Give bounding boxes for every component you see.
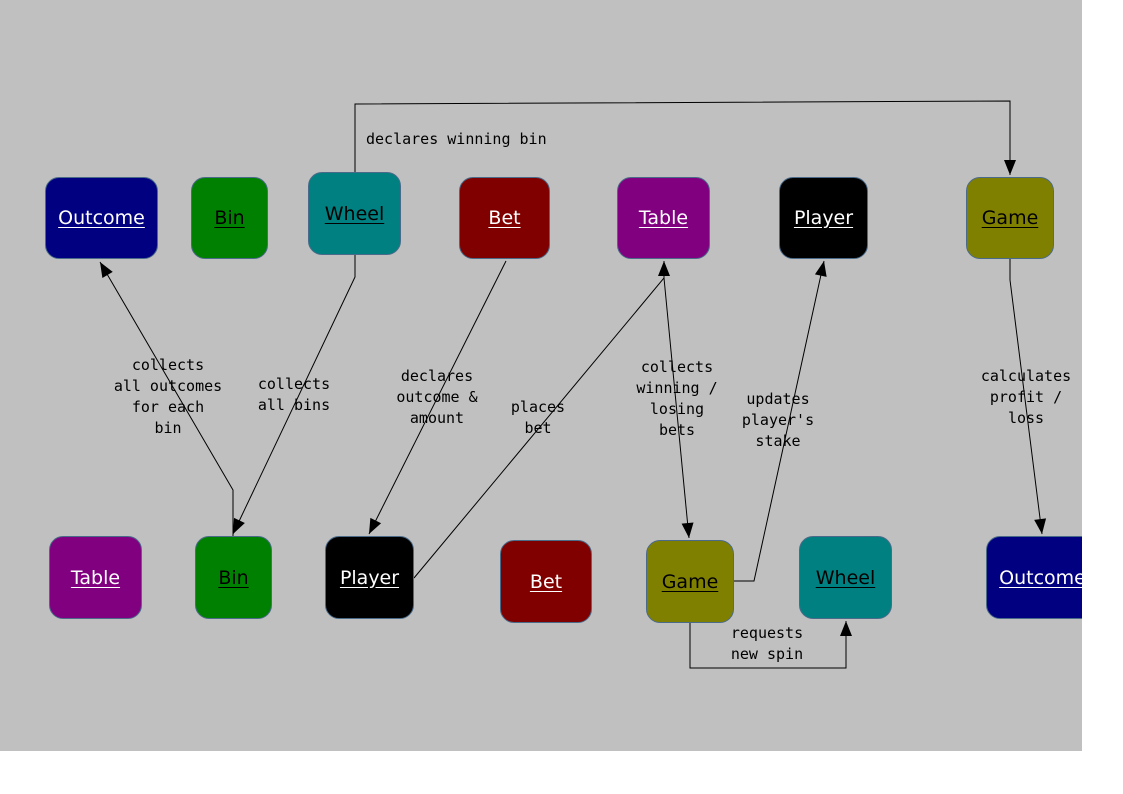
edge-wheel-to-game-arrowhead: [1004, 160, 1016, 175]
node-outcome-bottom[interactable]: Outcome: [986, 536, 1082, 619]
edge-game-to-outcome-arrowhead: [1034, 518, 1047, 534]
node-label: Table: [638, 207, 689, 229]
edge-label-player-to-table: places bet: [510, 398, 566, 437]
edge-label-wheel-to-game: declares winning bin: [366, 130, 547, 148]
node-bet-top[interactable]: Bet: [459, 177, 550, 259]
node-label: Bet: [488, 207, 521, 229]
edge-game-to-player: [734, 260, 825, 582]
edge-game-to-outcome: [1009, 259, 1043, 535]
node-label: Bin: [218, 566, 249, 589]
node-label: Bin: [214, 207, 245, 229]
node-outcome-top[interactable]: Outcome: [45, 177, 158, 259]
edge-wheel-to-game: [354, 100, 1011, 175]
node-bin-bottom[interactable]: Bin: [195, 536, 272, 619]
node-bet-bottom[interactable]: Bet: [500, 540, 592, 623]
edge-bin-to-outcome-arrowhead: [100, 262, 113, 278]
node-bin-top[interactable]: Bin: [191, 177, 268, 259]
node-label: Outcome: [58, 207, 145, 229]
edge-label-game-to-player: updates player's stake: [741, 390, 815, 450]
edge-game-to-wheel-arrowhead: [840, 621, 852, 636]
node-label: Table: [70, 566, 121, 589]
node-game-top[interactable]: Game: [966, 177, 1054, 259]
edge-player-to-table-arrowhead: [658, 261, 670, 276]
edge-wheel-to-bin: [232, 255, 356, 535]
node-player-top[interactable]: Player: [779, 177, 868, 259]
node-label: Bet: [529, 570, 563, 593]
edge-label-bin-to-outcome: collects all outcomes for each bin: [113, 356, 223, 437]
edge-label-table-to-game: collects winning / losing bets: [636, 358, 718, 439]
edge-game-to-player-arrowhead: [814, 261, 827, 277]
node-label: Game: [981, 207, 1039, 229]
edge-label-wheel-to-bin: collects all bins: [257, 375, 331, 414]
node-label: Wheel: [815, 566, 876, 589]
node-wheel-top[interactable]: Wheel: [308, 172, 401, 255]
edge-label-game-to-wheel: requests new spin: [730, 624, 804, 663]
edge-game-to-wheel: [689, 621, 847, 669]
edge-table-to-game-arrowhead: [681, 522, 694, 538]
node-label: Outcome: [999, 566, 1082, 589]
connector-layer: [99, 100, 1047, 669]
edge-label-game-to-outcome: calculates profit / loss: [980, 367, 1072, 427]
edge-label-bet-to-player: declares outcome & amount: [396, 367, 478, 427]
edge-bet-to-player-arrowhead: [369, 517, 382, 534]
diagram-canvas: declares winning bin collects all outcome…: [0, 0, 1082, 751]
edge-bet-to-player: [368, 260, 507, 535]
node-label: Player: [793, 207, 854, 229]
node-game-bottom[interactable]: Game: [646, 540, 734, 623]
node-player-bottom[interactable]: Player: [325, 536, 414, 619]
node-label: Player: [339, 566, 400, 589]
node-label: Wheel: [324, 202, 385, 225]
node-table-top[interactable]: Table: [617, 177, 710, 259]
edge-wheel-to-bin-arrowhead: [233, 517, 245, 534]
node-table-bottom[interactable]: Table: [49, 536, 142, 619]
edge-bin-to-outcome: [99, 261, 234, 536]
edge-table-to-game: [663, 277, 690, 539]
node-wheel-bottom[interactable]: Wheel: [799, 536, 892, 619]
node-label: Game: [661, 570, 719, 593]
